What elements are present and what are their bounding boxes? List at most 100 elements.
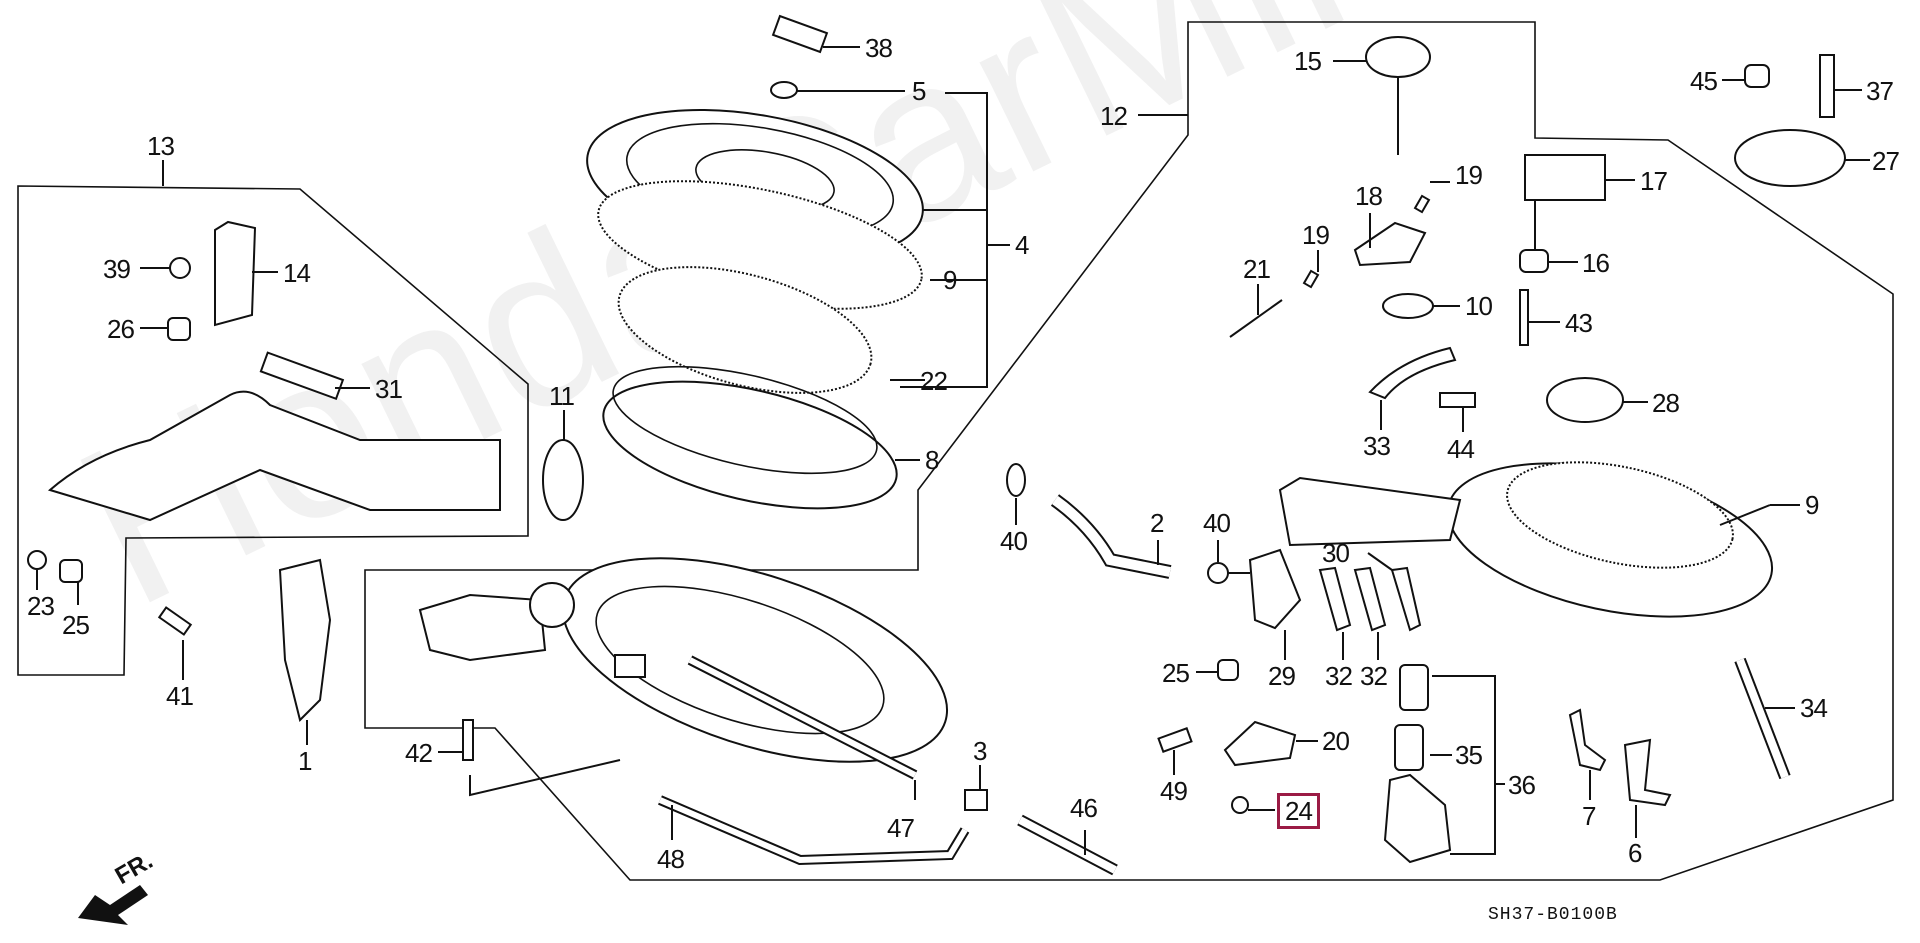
callout-19-lower[interactable]: 19 xyxy=(1302,220,1330,250)
part-40-clip-b[interactable] xyxy=(1207,562,1229,584)
callout-36[interactable]: 36 xyxy=(1508,770,1536,800)
callout-28[interactable]: 28 xyxy=(1652,388,1680,418)
callout-18[interactable]: 18 xyxy=(1355,181,1383,211)
part-45-nut[interactable] xyxy=(1744,64,1770,88)
part-33-stay[interactable] xyxy=(1368,346,1457,400)
part-15-actuator[interactable] xyxy=(1365,36,1431,78)
callout-12[interactable]: 12 xyxy=(1100,101,1128,131)
callout-8[interactable]: 8 xyxy=(925,445,940,475)
part-10-seal[interactable] xyxy=(1382,293,1434,319)
part-41-bolt[interactable] xyxy=(157,606,193,636)
callout-25-right[interactable]: 25 xyxy=(1162,658,1190,688)
callout-23[interactable]: 23 xyxy=(27,591,55,621)
part-8-element[interactable] xyxy=(591,358,908,533)
part-48-tube[interactable] xyxy=(658,795,970,866)
callout-17[interactable]: 17 xyxy=(1640,166,1668,196)
callout-15[interactable]: 15 xyxy=(1294,46,1322,76)
part-24-screw[interactable] xyxy=(1231,796,1249,814)
callout-22[interactable]: 22 xyxy=(920,366,948,396)
part-29-silencer[interactable] xyxy=(1248,548,1302,630)
callout-42[interactable]: 42 xyxy=(405,738,433,768)
part-30-pad[interactable] xyxy=(1390,566,1422,632)
callout-4[interactable]: 4 xyxy=(1015,230,1030,260)
part-25-grommet[interactable] xyxy=(59,559,83,583)
callout-19-upper[interactable]: 19 xyxy=(1455,160,1483,190)
part-38-clip[interactable] xyxy=(771,14,829,54)
callout-21[interactable]: 21 xyxy=(1243,254,1271,284)
part-44-bolt[interactable] xyxy=(1439,392,1476,408)
callout-7[interactable]: 7 xyxy=(1582,801,1597,831)
part-43-screw[interactable] xyxy=(1519,289,1529,346)
part-16-mount[interactable] xyxy=(1519,249,1549,273)
callout-32-a[interactable]: 32 xyxy=(1325,661,1353,691)
callout-9-housing[interactable]: 9 xyxy=(1805,490,1820,520)
part-39-clip[interactable] xyxy=(169,257,191,279)
part-7-clip[interactable] xyxy=(1568,708,1607,772)
part-5-grommet[interactable] xyxy=(770,81,798,99)
part-36-stay[interactable] xyxy=(1383,773,1452,864)
callout-49[interactable]: 49 xyxy=(1160,776,1188,806)
callout-3[interactable]: 3 xyxy=(973,736,988,766)
part-37-stud[interactable] xyxy=(1819,54,1835,118)
callout-38[interactable]: 38 xyxy=(865,33,893,63)
callout-48[interactable]: 48 xyxy=(657,844,685,874)
part-32-pad-a[interactable] xyxy=(1318,566,1352,632)
callout-33[interactable]: 33 xyxy=(1363,431,1391,461)
part-25-grommet-b[interactable] xyxy=(1217,659,1239,681)
callout-40-left[interactable]: 40 xyxy=(1000,526,1028,556)
part-49-bolt[interactable] xyxy=(1157,727,1193,753)
callout-40-right[interactable]: 40 xyxy=(1203,508,1231,538)
part-17-solenoid[interactable] xyxy=(1524,154,1606,201)
part-14-bracket[interactable] xyxy=(214,220,257,327)
part-12-case[interactable] xyxy=(539,517,972,802)
callout-25-left[interactable]: 25 xyxy=(62,610,90,640)
callout-24-highlighted[interactable]: 24 xyxy=(1277,793,1320,829)
part-32-pad-b[interactable] xyxy=(1353,566,1387,632)
callout-13[interactable]: 13 xyxy=(147,131,175,161)
callout-47[interactable]: 47 xyxy=(887,813,915,843)
callout-32-b[interactable]: 32 xyxy=(1360,661,1388,691)
callout-6[interactable]: 6 xyxy=(1628,838,1643,868)
part-40-clip-a[interactable] xyxy=(1006,463,1026,497)
callout-16[interactable]: 16 xyxy=(1582,248,1610,278)
part-42-bolt[interactable] xyxy=(462,719,474,761)
callout-20[interactable]: 20 xyxy=(1322,726,1350,756)
part-13-intake-duct[interactable] xyxy=(47,390,501,522)
callout-39[interactable]: 39 xyxy=(103,254,131,284)
callout-26[interactable]: 26 xyxy=(107,314,135,344)
part-18-plate[interactable] xyxy=(1353,221,1427,267)
callout-11[interactable]: 11 xyxy=(549,381,575,411)
callout-14[interactable]: 14 xyxy=(283,258,311,288)
part-23-collar[interactable] xyxy=(27,550,47,570)
callout-27[interactable]: 27 xyxy=(1872,146,1900,176)
part-21-rod[interactable] xyxy=(1229,299,1283,338)
part-11-clamp[interactable] xyxy=(542,439,584,521)
callout-5[interactable]: 5 xyxy=(912,76,927,106)
callout-45[interactable]: 45 xyxy=(1690,66,1718,96)
part-3-valve[interactable] xyxy=(964,789,988,811)
part-1-bracket[interactable] xyxy=(278,558,332,722)
callout-41[interactable]: 41 xyxy=(166,681,194,711)
part-31-pad[interactable] xyxy=(259,351,345,401)
callout-31[interactable]: 31 xyxy=(375,374,403,404)
callout-1[interactable]: 1 xyxy=(298,746,313,776)
callout-43[interactable]: 43 xyxy=(1565,308,1593,338)
part-6-clip[interactable] xyxy=(1623,738,1672,807)
part-35-clip-b[interactable] xyxy=(1394,724,1424,771)
callout-35[interactable]: 35 xyxy=(1455,740,1483,770)
part-28-seal[interactable] xyxy=(1546,377,1624,423)
callout-30[interactable]: 30 xyxy=(1322,538,1350,568)
callout-29[interactable]: 29 xyxy=(1268,661,1296,691)
part-22-gasket[interactable] xyxy=(605,243,885,417)
callout-2[interactable]: 2 xyxy=(1150,508,1165,538)
callout-34[interactable]: 34 xyxy=(1800,693,1828,723)
part-19-pin-b[interactable] xyxy=(1302,269,1320,289)
callout-9-gasket[interactable]: 9 xyxy=(943,265,958,295)
part-27-grommet[interactable] xyxy=(1734,129,1846,187)
part-26-grommet[interactable] xyxy=(167,317,191,341)
part-35-clip-a[interactable] xyxy=(1399,664,1429,711)
callout-44[interactable]: 44 xyxy=(1447,434,1475,464)
callout-37[interactable]: 37 xyxy=(1866,76,1894,106)
callout-10[interactable]: 10 xyxy=(1465,291,1493,321)
callout-46[interactable]: 46 xyxy=(1070,793,1098,823)
